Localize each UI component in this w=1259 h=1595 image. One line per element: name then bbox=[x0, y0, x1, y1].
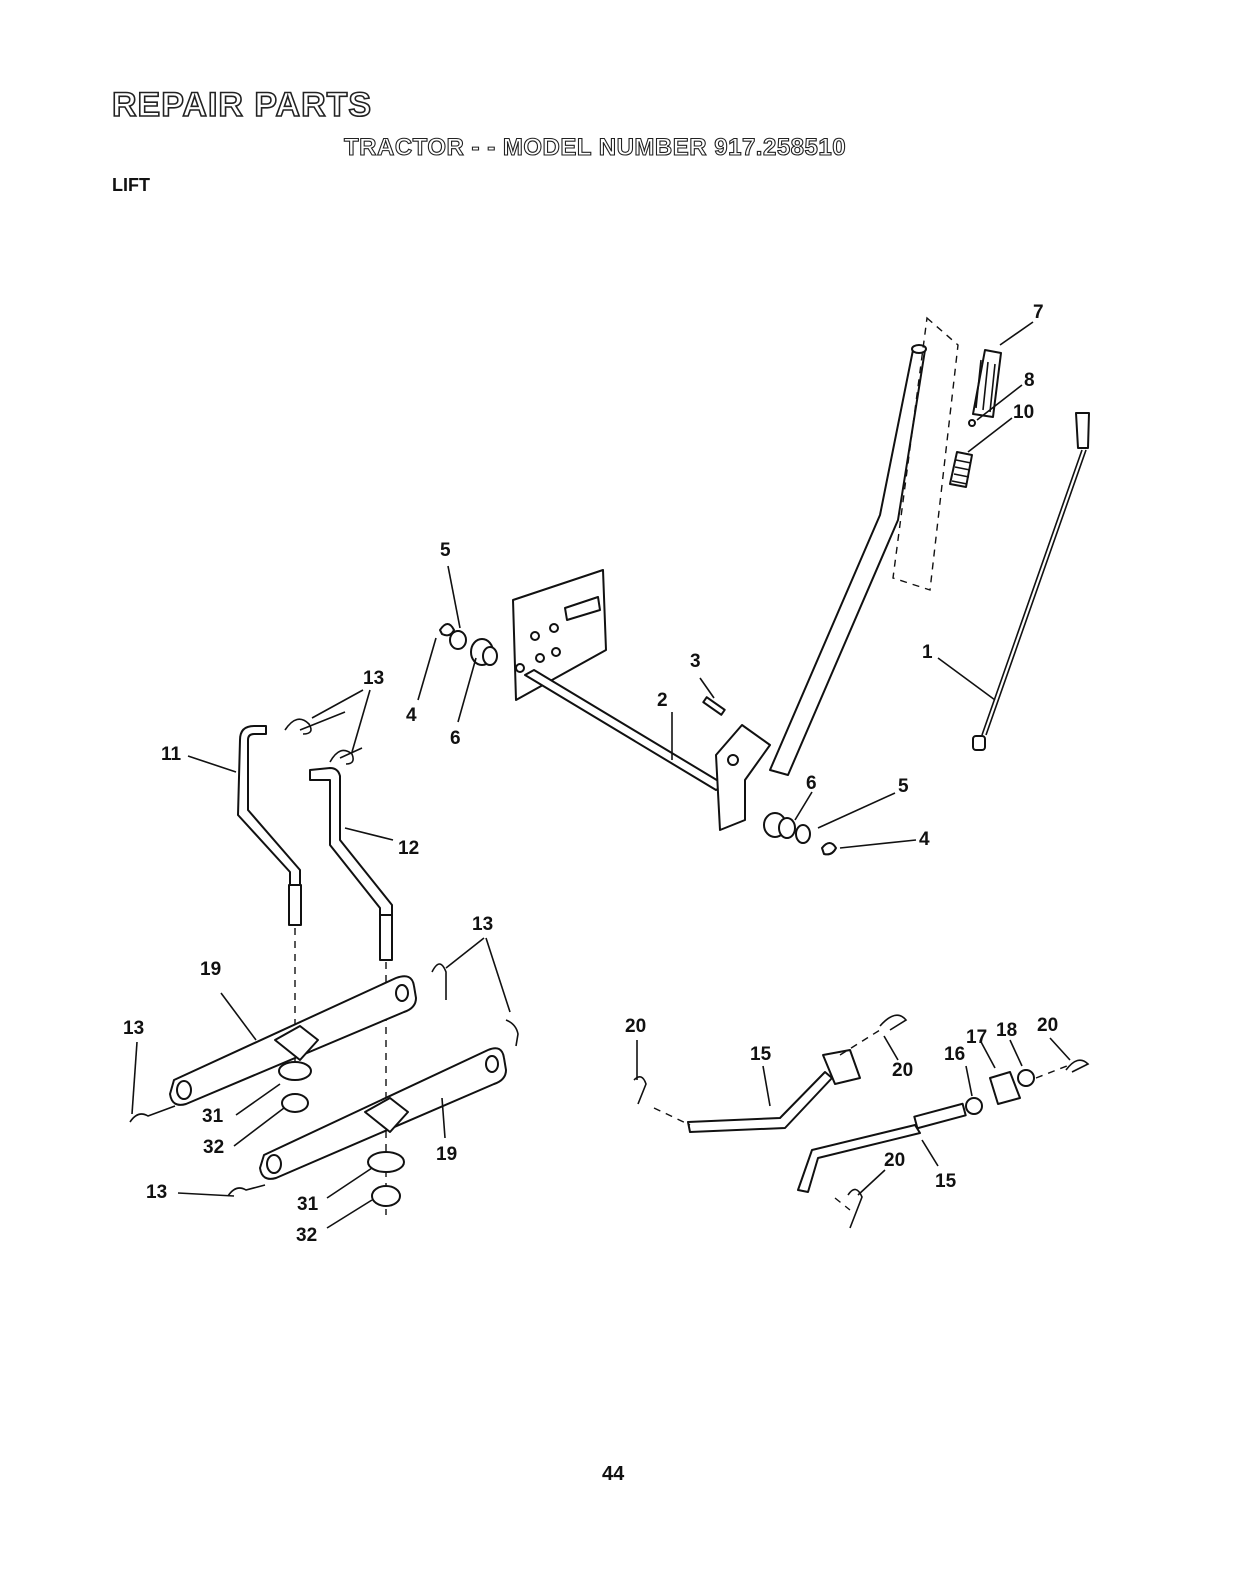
clip-left bbox=[440, 624, 454, 635]
hairpin-clip bbox=[228, 1185, 265, 1196]
callout-5: 5 bbox=[898, 776, 909, 797]
hairpin-clip bbox=[130, 1106, 175, 1122]
hairpin-clip bbox=[1066, 1060, 1088, 1072]
guide-line bbox=[835, 1198, 850, 1210]
hairpin-clip bbox=[506, 1020, 518, 1046]
callout-15: 15 bbox=[750, 1044, 772, 1065]
callout-19: 19 bbox=[200, 959, 221, 980]
guide-line bbox=[1036, 1064, 1072, 1078]
ball bbox=[969, 420, 975, 426]
callout-18: 18 bbox=[996, 1020, 1017, 1041]
callout-4: 4 bbox=[406, 705, 417, 726]
callout-12: 12 bbox=[398, 838, 419, 859]
callout-13: 13 bbox=[146, 1182, 167, 1203]
guide-line bbox=[654, 1108, 690, 1125]
callout-20: 20 bbox=[1037, 1015, 1058, 1036]
hand-grip bbox=[973, 350, 1001, 417]
callout-20: 20 bbox=[884, 1150, 905, 1171]
callout-6: 6 bbox=[806, 773, 817, 794]
hairpin-clip bbox=[432, 964, 446, 1000]
callout-3: 3 bbox=[690, 651, 701, 672]
lift-handle bbox=[770, 345, 926, 775]
callout-32: 32 bbox=[296, 1225, 317, 1246]
spring bbox=[950, 452, 972, 487]
callout-4: 4 bbox=[919, 829, 930, 850]
washer-6-right bbox=[779, 818, 795, 838]
lift-link-12 bbox=[310, 768, 392, 960]
washer-right bbox=[796, 825, 810, 843]
callout-31: 31 bbox=[297, 1194, 319, 1215]
hairpin-clip bbox=[880, 1015, 906, 1030]
callout-16: 16 bbox=[944, 1044, 965, 1065]
nut-32 bbox=[282, 1094, 308, 1112]
mounting-bracket bbox=[513, 570, 606, 700]
deck-link-upper bbox=[688, 1050, 860, 1132]
callout-13: 13 bbox=[472, 914, 493, 935]
lift-arm-upper bbox=[170, 976, 416, 1105]
trunnion bbox=[990, 1072, 1020, 1104]
spacer-31 bbox=[368, 1152, 404, 1172]
callout-20: 20 bbox=[892, 1060, 913, 1081]
key bbox=[703, 697, 724, 715]
lift-link-11 bbox=[238, 726, 301, 925]
callout-15: 15 bbox=[935, 1171, 957, 1192]
page-number: 44 bbox=[602, 1463, 624, 1486]
callout-19: 19 bbox=[436, 1144, 457, 1165]
callout-2: 2 bbox=[657, 690, 668, 711]
callout-1: 1 bbox=[922, 642, 933, 663]
callout-20: 20 bbox=[625, 1016, 646, 1037]
callout-13: 13 bbox=[123, 1018, 144, 1039]
callout-31: 31 bbox=[202, 1106, 224, 1127]
nut-18 bbox=[1018, 1070, 1034, 1086]
spacer-31 bbox=[279, 1062, 311, 1080]
callout-5: 5 bbox=[440, 540, 451, 561]
clip-right bbox=[822, 843, 836, 854]
nut-32 bbox=[372, 1186, 400, 1206]
callout-13: 13 bbox=[363, 668, 384, 689]
callout-11: 11 bbox=[161, 744, 182, 765]
cross-shaft bbox=[525, 670, 770, 830]
callout-7: 7 bbox=[1033, 302, 1044, 323]
nut-16 bbox=[966, 1098, 982, 1114]
callout-6: 6 bbox=[450, 728, 461, 749]
hairpin-clip bbox=[634, 1077, 646, 1104]
callout-10: 10 bbox=[1013, 402, 1034, 423]
leader-lines bbox=[132, 322, 1070, 1228]
callout-32: 32 bbox=[203, 1137, 224, 1158]
callout-8: 8 bbox=[1024, 370, 1035, 391]
hairpin-clip bbox=[285, 712, 345, 734]
hairpin-clip bbox=[330, 748, 362, 764]
hairpin-clip bbox=[848, 1189, 862, 1228]
callout-17: 17 bbox=[966, 1027, 987, 1048]
lift-rod bbox=[973, 413, 1089, 750]
